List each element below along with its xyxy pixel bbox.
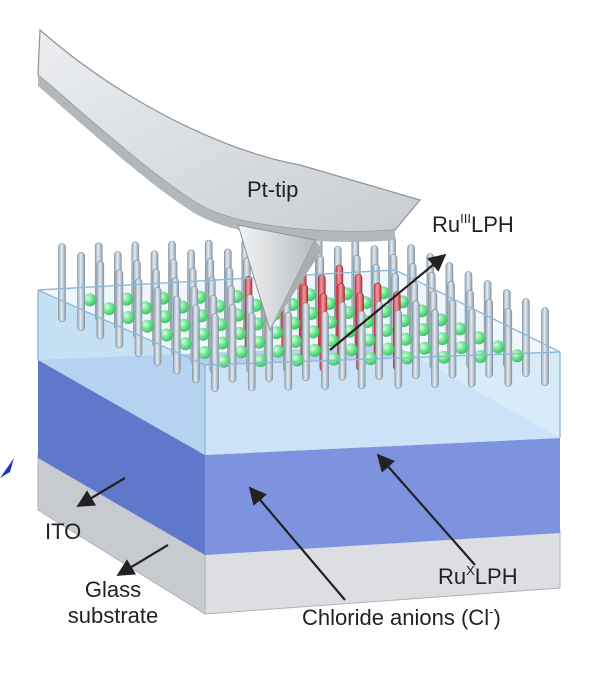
rux-pillar (449, 300, 456, 378)
chloride-anion (103, 302, 116, 315)
label-glass-substrate: Glass substrate (58, 578, 168, 628)
rux-pillar (486, 299, 493, 377)
chloride-anion (382, 343, 395, 356)
rux-pillar (59, 244, 66, 322)
pointer-icon (0, 458, 14, 478)
rux-pillar (376, 301, 383, 379)
label-glass-line2: substrate (58, 604, 168, 628)
rux-pillar (135, 279, 142, 357)
rux-pillar (412, 301, 419, 379)
label-ito: ITO (45, 520, 81, 544)
chloride-anion (122, 311, 135, 324)
rux-pillar (229, 304, 236, 382)
rux-pillar (212, 314, 219, 392)
rux-pillar (302, 303, 309, 381)
chloride-anion (179, 337, 192, 350)
label-ru3-lph: RuIIILPH (432, 213, 514, 237)
rux-pillar (432, 310, 439, 388)
rux-pillar (505, 308, 512, 386)
chloride-anion (511, 349, 524, 362)
chloride-anion (160, 329, 173, 342)
rux-pillar (116, 270, 123, 348)
chloride-anion (141, 320, 154, 333)
label-pt-tip: Pt-tip (247, 178, 298, 202)
chloride-anion (474, 350, 487, 363)
chloride-anion (455, 341, 468, 354)
rux-pillar (78, 252, 85, 330)
chloride-anion (272, 345, 285, 358)
chloride-anion (345, 343, 358, 356)
rux-pillar (285, 312, 292, 390)
chloride-anion (291, 353, 304, 366)
label-glass-line1: Glass (58, 578, 168, 602)
chloride-anion (492, 340, 505, 353)
chloride-anion (327, 353, 340, 366)
chloride-anion (83, 293, 96, 306)
chloride-anion (217, 355, 230, 368)
chloride-anion (418, 342, 431, 355)
rux-pillar (173, 296, 180, 374)
rux-pillar (542, 308, 549, 386)
rux-pillar (97, 261, 104, 339)
rux-pillar (395, 310, 402, 388)
rux-pillar (522, 299, 529, 377)
label-chloride-anions: Chloride anions (Cl-) (302, 606, 501, 630)
rux-pillar (322, 312, 329, 390)
chloride-anion (437, 351, 450, 364)
rux-pillar (154, 287, 161, 365)
label-rux-lph: RuXLPH (438, 565, 518, 589)
chloride-anion (254, 354, 267, 367)
rux-pillar (468, 309, 475, 387)
rux-pillar (192, 305, 199, 383)
chloride-anion (235, 345, 248, 358)
rux-pillar (248, 313, 255, 391)
chloride-anion (198, 346, 211, 359)
chloride-anion (308, 344, 321, 357)
